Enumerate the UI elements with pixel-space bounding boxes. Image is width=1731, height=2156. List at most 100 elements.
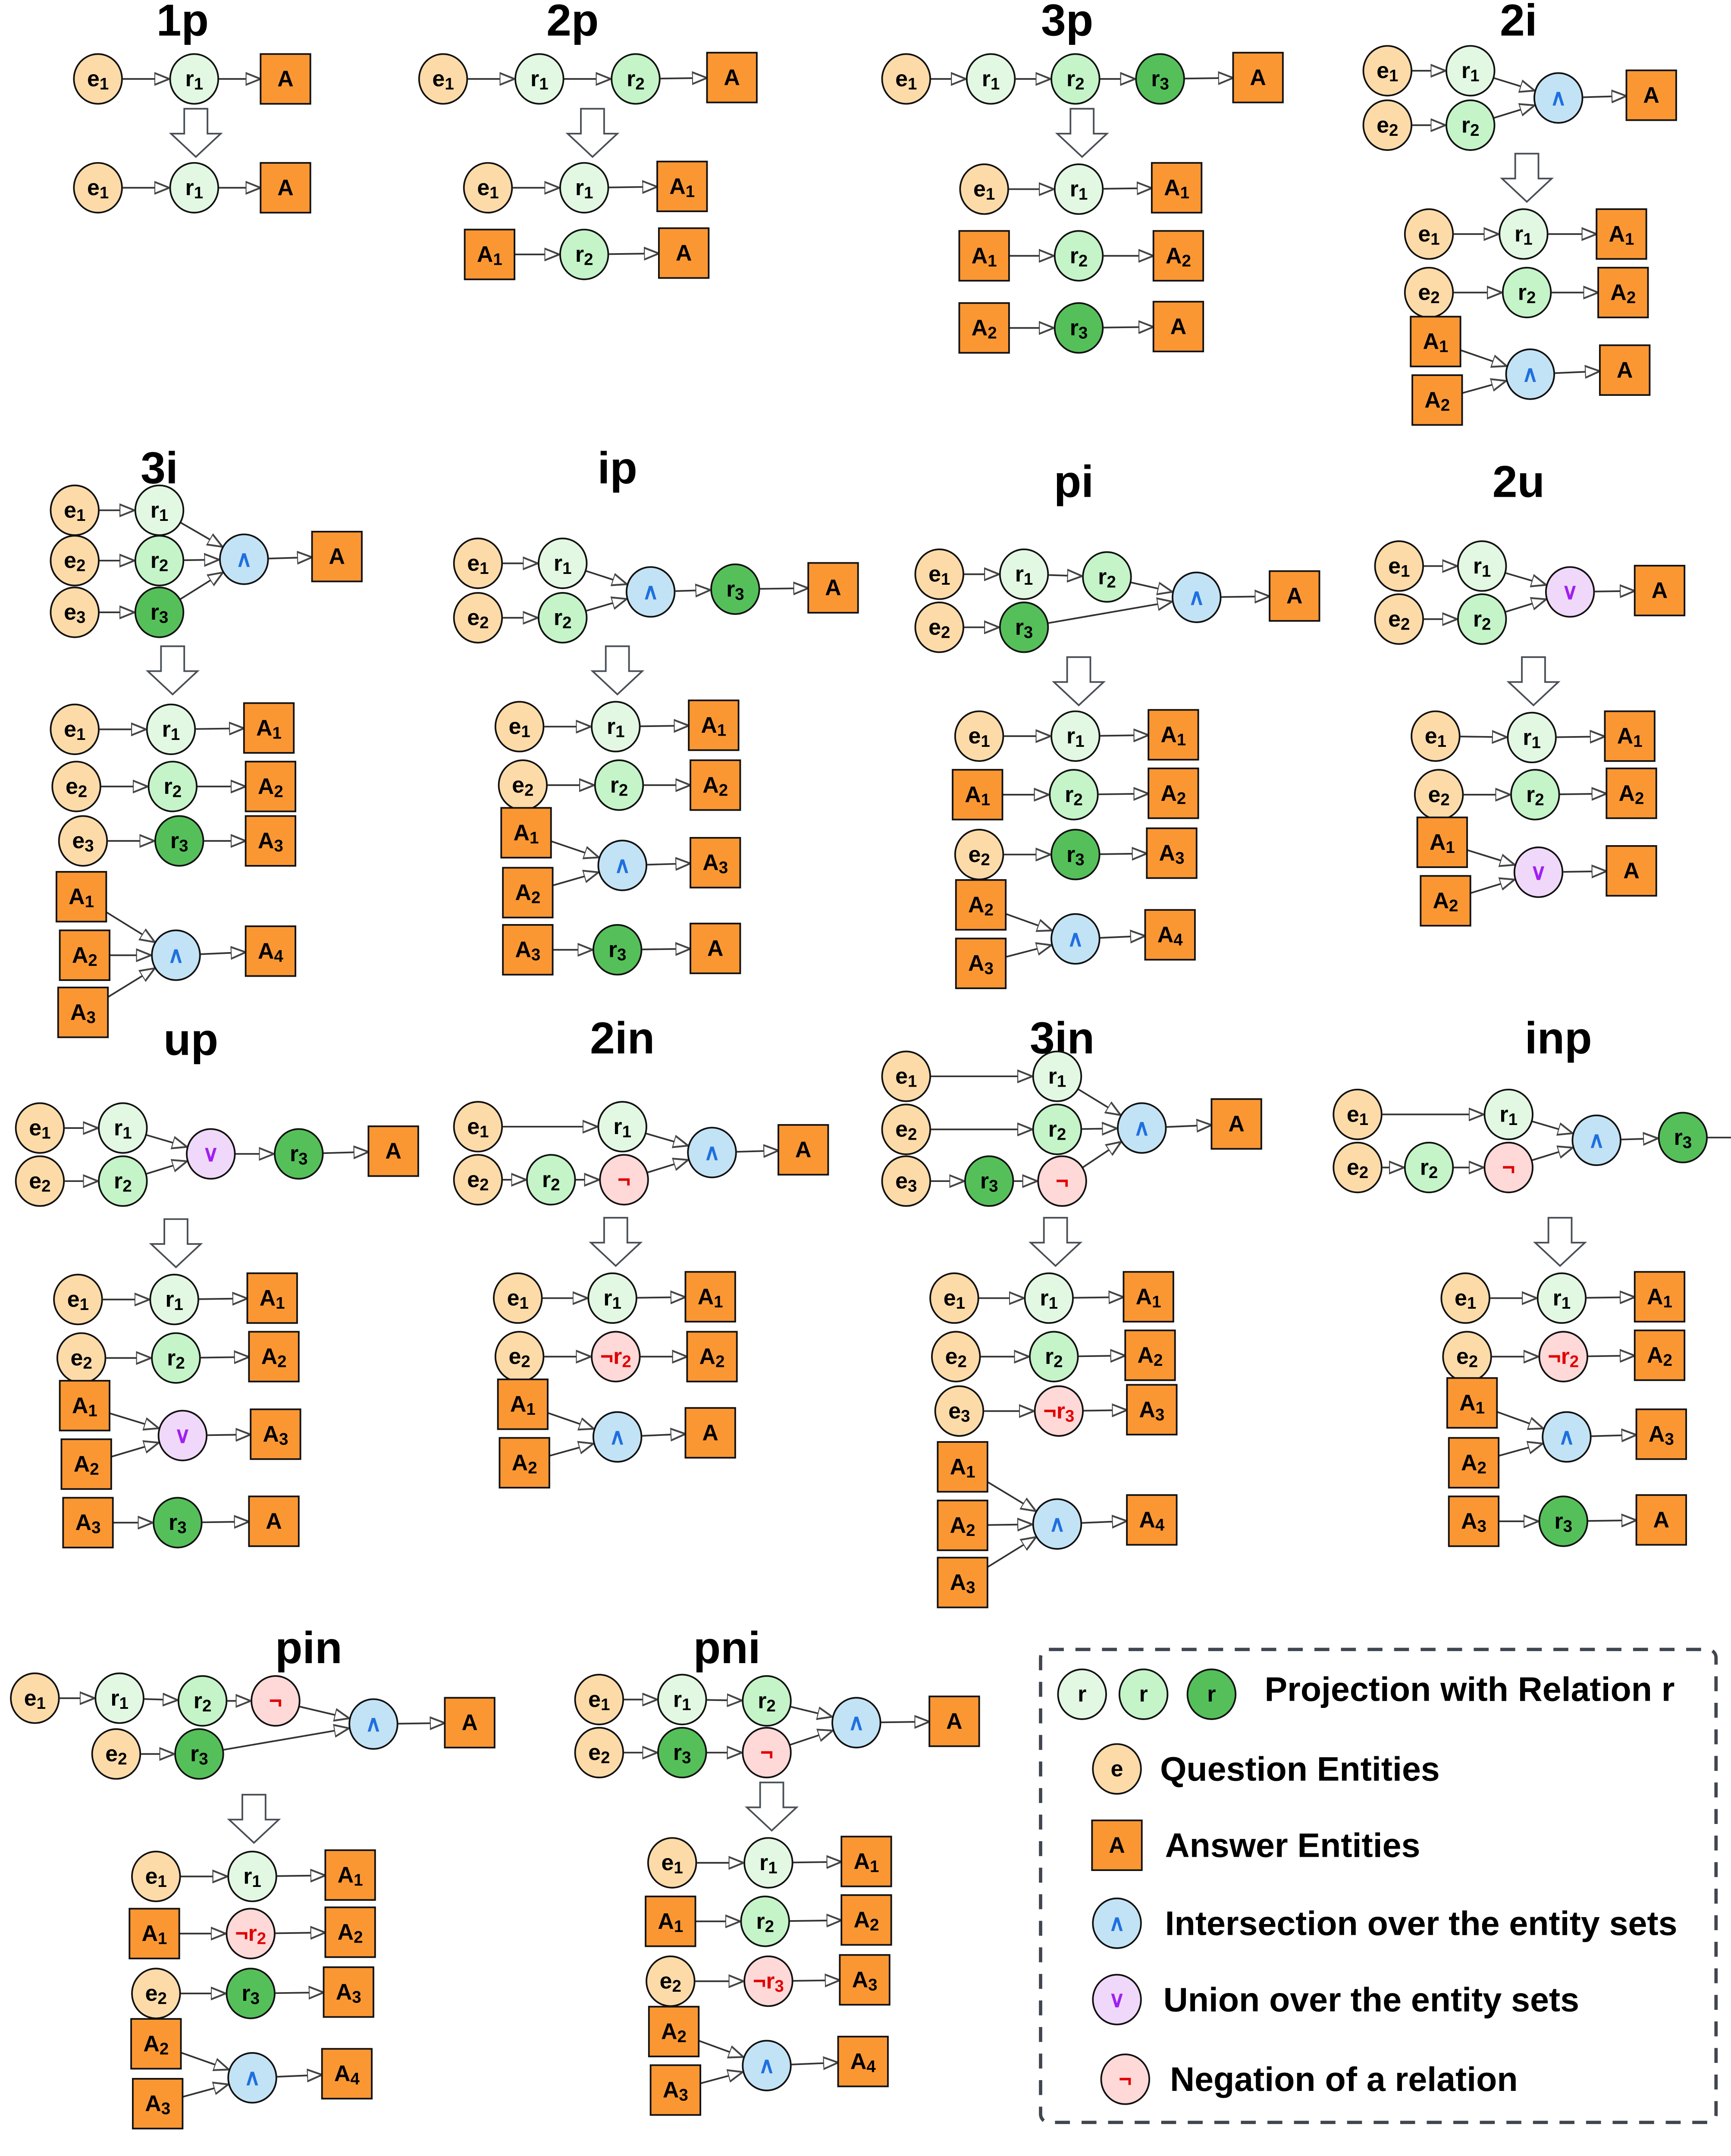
projection-node: r1 xyxy=(999,548,1049,600)
panel-title: 3p xyxy=(1041,0,1093,46)
node-label: r1 xyxy=(1515,222,1533,248)
node-label: e2 xyxy=(508,1344,530,1371)
edge-arrow xyxy=(586,570,627,584)
transform-down-arrow-icon xyxy=(1055,108,1109,158)
node-label: A xyxy=(795,1138,812,1163)
node-label: r1 xyxy=(185,66,204,93)
node-label: A2 xyxy=(661,2019,687,2046)
node-label: e2 xyxy=(70,1345,92,1372)
node-label: e1 xyxy=(24,1686,46,1712)
answer-node: A2 xyxy=(248,1331,300,1382)
edge-arrow xyxy=(275,1933,325,1934)
node-label: A xyxy=(277,175,294,200)
node-label: ∧ xyxy=(365,1711,382,1736)
edges xyxy=(122,79,261,188)
node-label: r xyxy=(1078,1682,1086,1707)
node-label: r2 xyxy=(163,774,182,801)
projection-node: r2 xyxy=(1032,1103,1082,1155)
node-label: e1 xyxy=(507,1286,529,1313)
node-label: A xyxy=(1250,65,1266,90)
intersection-node: ∧ xyxy=(1051,913,1101,965)
legend-projection-symbol: r xyxy=(1118,1668,1169,1720)
answer-node: A xyxy=(1599,344,1651,396)
union-node: ∨ xyxy=(1513,846,1564,898)
edge-arrow xyxy=(109,1412,159,1428)
entity-node: e1 xyxy=(50,703,100,755)
node-label: r1 xyxy=(554,551,572,577)
projection-node: r1 xyxy=(134,484,185,536)
entity-node: e2 xyxy=(1404,266,1454,319)
panel-title: 1p xyxy=(157,0,209,46)
node-label: A xyxy=(266,1509,282,1534)
node-label: A2 xyxy=(968,893,994,919)
entity-node: e2 xyxy=(1414,769,1464,821)
projection-node: r1 xyxy=(1024,1272,1074,1324)
node-label: A1 xyxy=(72,1393,97,1420)
node-label: ¬ xyxy=(1502,1155,1515,1180)
entity-node: e2 xyxy=(1442,1331,1492,1382)
answer-node: A1 xyxy=(1416,816,1468,868)
intersection-node: ∧ xyxy=(625,566,676,618)
edge-arrow xyxy=(146,1134,187,1147)
projection-node: r2 xyxy=(1404,1141,1454,1194)
node-label: ∧ xyxy=(1049,1511,1065,1536)
node-label: r xyxy=(1207,1682,1216,1707)
projection-node: r2 xyxy=(1510,769,1560,821)
node-label: r1 xyxy=(673,1687,691,1714)
entity-node: e2 xyxy=(931,1331,981,1382)
node-label: ∧ xyxy=(1134,1116,1150,1141)
node-label: A1 xyxy=(658,1909,683,1936)
node-label: r1 xyxy=(114,1116,132,1142)
edge-arrow xyxy=(1587,1297,1635,1298)
node-label: A xyxy=(1653,1507,1670,1532)
edge-arrow xyxy=(201,1357,249,1358)
entity-node: e2 xyxy=(50,535,100,586)
answer-node: A xyxy=(1625,69,1677,121)
node-label: A3 xyxy=(968,951,994,978)
answer-node: A xyxy=(706,52,758,103)
edge-arrow xyxy=(269,557,312,558)
projection-node: r3 xyxy=(154,815,204,867)
node-label: A1 xyxy=(1136,1284,1161,1311)
projection-node: r3 xyxy=(1054,302,1104,354)
projection-node: r1 xyxy=(657,1673,707,1726)
node-label: A2 xyxy=(1647,1343,1672,1369)
answer-node: A1 xyxy=(1596,208,1647,260)
edge-arrow xyxy=(1461,381,1506,394)
entity-node: e2 xyxy=(91,1728,141,1780)
projection-node: r3 xyxy=(1538,1495,1588,1547)
entity-node: e1 xyxy=(10,1672,60,1724)
entity-node: e1 xyxy=(453,1101,503,1153)
node-label: A3 xyxy=(702,850,728,877)
edge-arrow xyxy=(1496,1411,1543,1429)
answer-node: A2 xyxy=(59,929,110,981)
answer-node: A4 xyxy=(321,2048,373,2100)
node-label: r2 xyxy=(1518,280,1536,307)
node-label: r1 xyxy=(1461,58,1480,85)
answer-node: A1 xyxy=(684,1271,736,1322)
projection-node: r2 xyxy=(147,761,198,812)
projection-node: r3 xyxy=(274,1128,324,1180)
edge-arrow xyxy=(277,2075,322,2077)
panel-title: 2in xyxy=(590,1013,655,1063)
answer-node: A4 xyxy=(1126,1494,1178,1546)
projection-node: r2 xyxy=(559,229,609,280)
node-label: r3 xyxy=(673,1740,691,1767)
edge-arrow xyxy=(987,1481,1036,1511)
node-label: e1 xyxy=(968,724,990,750)
entity-node: e1 xyxy=(1440,1272,1490,1324)
intersection-node: ∧ xyxy=(687,1127,737,1178)
answer-node: A1 xyxy=(55,871,107,923)
answer-node: A xyxy=(778,1124,829,1176)
edge-arrow xyxy=(299,1705,349,1718)
edge-arrow xyxy=(1556,736,1605,737)
edges xyxy=(503,1127,778,1457)
node-label: ∨ xyxy=(203,1141,219,1166)
node-label: e2 xyxy=(1388,607,1410,633)
edge-arrow xyxy=(1082,1128,1117,1129)
entity-node: e1 xyxy=(1411,710,1461,762)
entity-node: e2 xyxy=(954,829,1004,881)
